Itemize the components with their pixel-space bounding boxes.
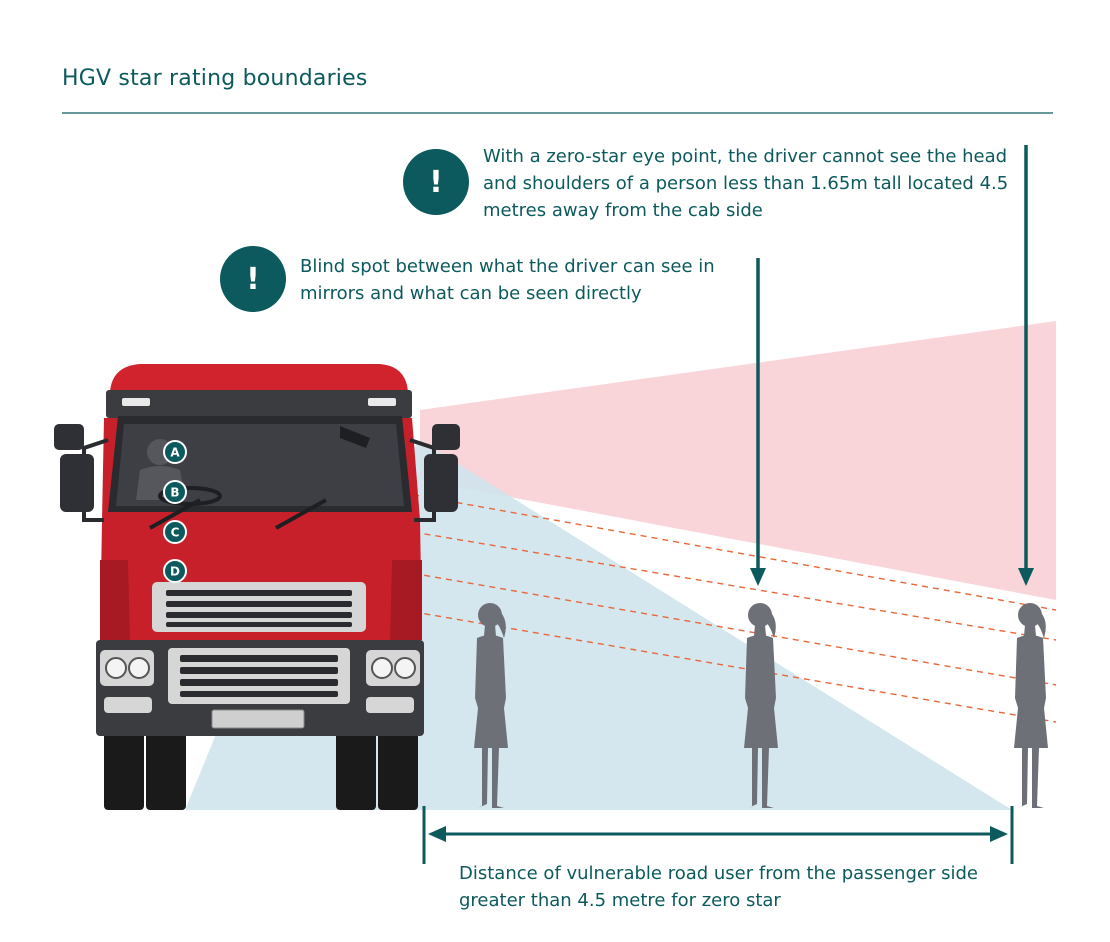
headlight-lamp — [128, 657, 150, 679]
zero-star-arrow-head — [1018, 568, 1034, 586]
eye-point-c — [163, 520, 187, 544]
mirror-left-small — [54, 424, 84, 450]
eye-point-d — [163, 559, 187, 583]
zero-star-note: With a zero-star eye point, the driver c… — [483, 146, 1009, 221]
wiper — [149, 498, 201, 530]
pedestrian-far — [1014, 603, 1048, 808]
distance-arrow-left — [428, 826, 446, 842]
zero-star-alert-icon: ! — [403, 149, 469, 215]
page-title: HGV star rating boundaries — [62, 66, 368, 91]
roof-spoiler — [110, 364, 408, 392]
eye-point-a-label: A — [170, 446, 180, 460]
eye-point-a — [163, 440, 187, 464]
mirror-left-main — [60, 454, 94, 512]
roof-light — [368, 398, 396, 406]
eye-point-c-label: C — [171, 526, 180, 540]
headlight-lamp — [105, 657, 127, 679]
roof-light — [122, 398, 150, 406]
wheel — [104, 720, 144, 810]
eye-points: A B C D — [163, 440, 187, 583]
eye-point-b-label: B — [170, 486, 179, 500]
pointer-arrows — [750, 145, 1034, 586]
truck — [54, 364, 460, 810]
mirror-right-main — [424, 454, 458, 512]
headlight-lamp — [394, 657, 416, 679]
mirror-visibility-zone — [420, 321, 1056, 600]
cab-side-panel — [390, 560, 422, 640]
wheel — [146, 720, 186, 810]
mirror-right-small — [432, 424, 460, 450]
headlight-lamp — [371, 657, 393, 679]
wheel — [336, 720, 376, 810]
wheel — [378, 720, 418, 810]
blind-spot-arrow-head — [750, 568, 766, 586]
fog-light-left — [104, 697, 152, 713]
wiper — [275, 498, 327, 530]
blind-spot-alert-icon: ! — [220, 246, 286, 312]
distance-note: Distance of vulnerable road user from th… — [459, 863, 978, 911]
fog-light-right — [366, 697, 414, 713]
cab-side-panel — [100, 560, 130, 640]
grille-slats — [166, 590, 352, 627]
bumper-grille-slats — [180, 655, 338, 697]
eye-point-b — [163, 480, 187, 504]
eye-point-d-label: D — [170, 565, 180, 579]
distance-dimension — [422, 806, 1014, 864]
blind-spot-note: Blind spot between what the driver can s… — [300, 256, 715, 304]
windscreen-glass — [116, 424, 404, 506]
distance-arrow-right — [990, 826, 1008, 842]
roof-strip — [106, 390, 412, 418]
interior-mirror — [340, 426, 370, 448]
number-plate — [211, 709, 305, 729]
